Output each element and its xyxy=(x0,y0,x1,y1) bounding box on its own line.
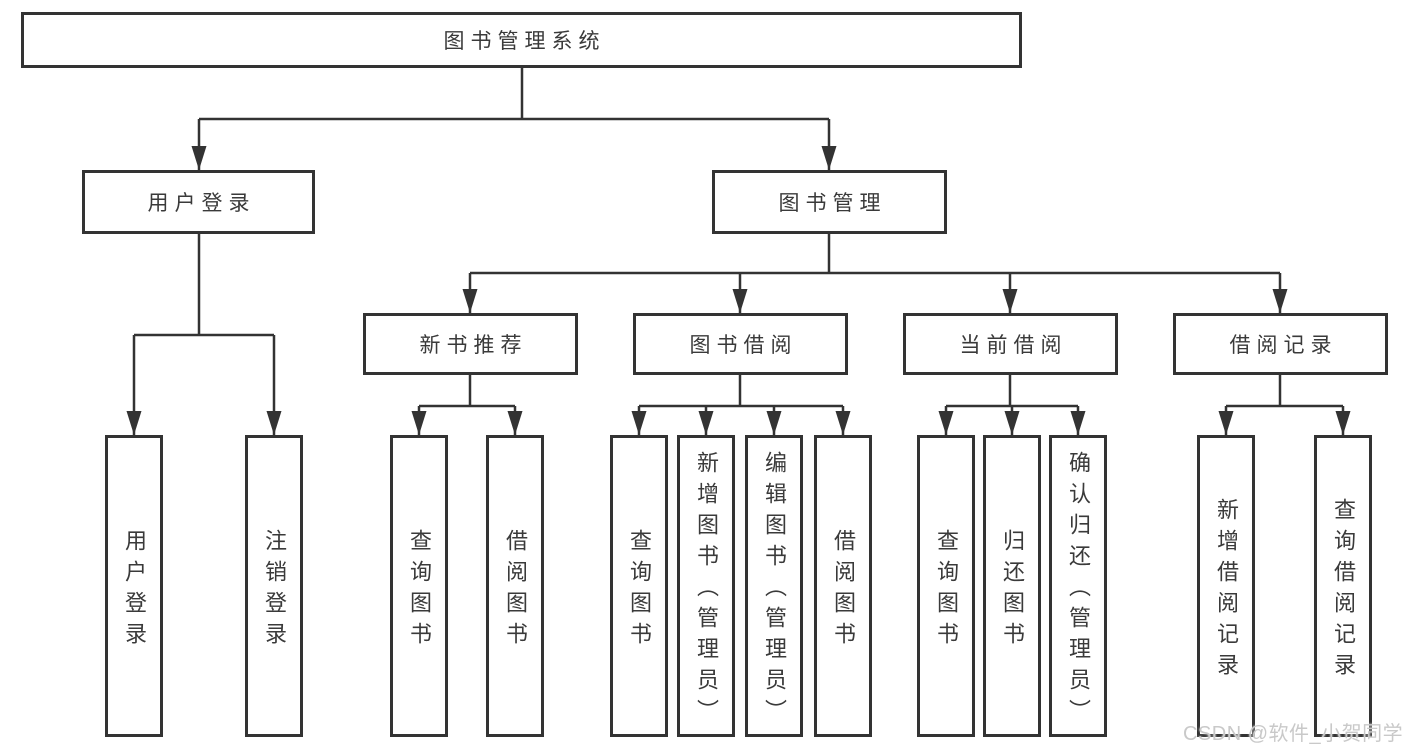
leaf-query-borrow-record: 查询借阅记录 xyxy=(1314,435,1372,737)
user-login-node: 用户登录 xyxy=(82,170,315,234)
leaf-edit-book-admin-label: 编辑图书（管理员） xyxy=(762,451,787,730)
leaf-query-borrow-record-label: 查询借阅记录 xyxy=(1331,497,1356,684)
new-book-recommend-node-label: 新书推荐 xyxy=(419,334,528,357)
leaf-borrow-books-recommend: 借阅图书 xyxy=(486,435,544,737)
book-management-node-label: 图书管理 xyxy=(778,192,887,215)
leaf-user-login: 用户登录 xyxy=(105,435,163,737)
leaf-add-borrow-record: 新增借阅记录 xyxy=(1197,435,1255,737)
leaf-borrow-books-recommend-label: 借阅图书 xyxy=(503,528,528,653)
book-borrowing-node: 图书借阅 xyxy=(633,313,848,375)
borrowing-records-node-label: 借阅记录 xyxy=(1229,334,1338,357)
leaf-query-books-current: 查询图书 xyxy=(917,435,975,737)
leaf-add-borrow-record-label: 新增借阅记录 xyxy=(1214,497,1239,684)
leaf-confirm-return-admin-label: 确认归还（管理员） xyxy=(1066,451,1091,730)
leaf-query-books-current-label: 查询图书 xyxy=(934,528,959,653)
user-login-node-label: 用户登录 xyxy=(147,192,256,215)
leaf-query-books-recommend: 查询图书 xyxy=(390,435,448,737)
current-borrowing-node-label: 当前借阅 xyxy=(959,334,1068,357)
leaf-logout-label: 注销登录 xyxy=(262,528,287,653)
leaf-query-books-borrowing: 查询图书 xyxy=(610,435,668,737)
new-book-recommend-node: 新书推荐 xyxy=(363,313,578,375)
leaf-confirm-return-admin: 确认归还（管理员） xyxy=(1049,435,1107,737)
leaf-return-book: 归还图书 xyxy=(983,435,1041,737)
leaf-add-book-admin-label: 新增图书（管理员） xyxy=(694,451,719,730)
watermark: CSDN @软件_小贺同学 xyxy=(1183,723,1404,745)
leaf-query-books-recommend-label: 查询图书 xyxy=(407,528,432,653)
book-borrowing-node-label: 图书借阅 xyxy=(689,334,798,357)
current-borrowing-node: 当前借阅 xyxy=(903,313,1118,375)
leaf-edit-book-admin: 编辑图书（管理员） xyxy=(745,435,803,737)
borrowing-records-node: 借阅记录 xyxy=(1173,313,1388,375)
leaf-borrow-books-borrowing-label: 借阅图书 xyxy=(831,528,856,653)
connector-trunks xyxy=(134,68,1343,408)
root-node-label: 图书管理系统 xyxy=(443,30,606,53)
leaf-borrow-books-borrowing: 借阅图书 xyxy=(814,435,872,737)
leaf-logout: 注销登录 xyxy=(245,435,303,737)
leaf-add-book-admin: 新增图书（管理员） xyxy=(677,435,735,737)
root-node: 图书管理系统 xyxy=(21,12,1022,68)
leaf-user-login-label: 用户登录 xyxy=(122,528,147,653)
book-management-node: 图书管理 xyxy=(712,170,947,234)
leaf-return-book-label: 归还图书 xyxy=(1000,528,1025,653)
leaf-query-books-borrowing-label: 查询图书 xyxy=(627,528,652,653)
